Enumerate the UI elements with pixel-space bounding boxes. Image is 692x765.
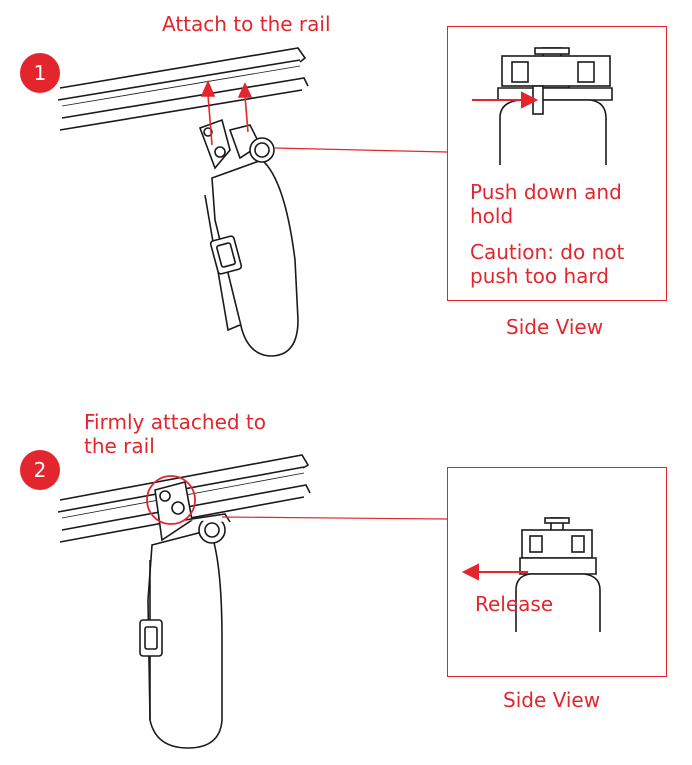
release-text: Release	[475, 592, 554, 616]
step-1-title: Attach to the rail	[162, 12, 331, 36]
side-view-label-step2: Side View	[503, 688, 601, 712]
rail-step1	[57, 47, 309, 131]
step-2-title: Firmly attached to the rail	[84, 410, 267, 458]
caution-text: Caution: do not push too hard	[470, 240, 625, 288]
instruction-text: Push down and hold	[470, 180, 622, 228]
device-step1	[198, 118, 299, 357]
push-arrow	[472, 91, 539, 109]
device-step2	[139, 481, 231, 749]
leader-line-step1	[274, 147, 448, 153]
leader-line-step2	[221, 516, 448, 520]
step-2-badge: 2	[20, 450, 60, 490]
side-view-step1-drawing	[497, 47, 613, 165]
side-view-step2-drawing	[515, 517, 601, 632]
release-arrow	[461, 563, 528, 581]
side-view-panel-step1	[447, 26, 667, 301]
side-view-label-step1: Side View	[506, 315, 604, 339]
step-1-badge: 1	[20, 53, 60, 93]
attached-highlight-circle	[146, 475, 196, 525]
side-view-panel-step2	[447, 467, 667, 677]
attach-arrows	[200, 79, 253, 146]
